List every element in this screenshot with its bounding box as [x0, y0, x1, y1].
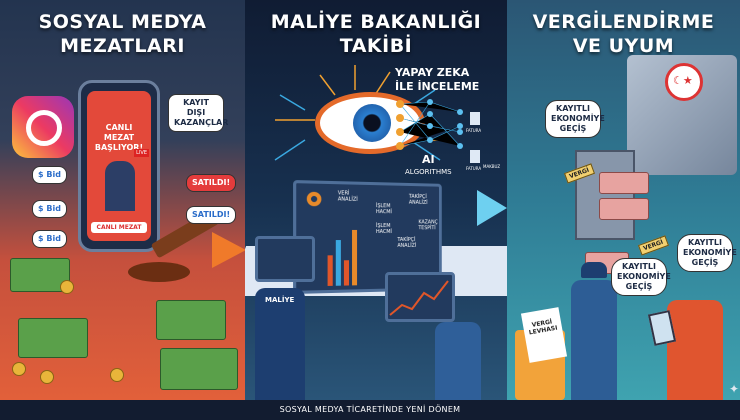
panel-title: SOSYAL MEDYA MEZATLARI: [0, 10, 245, 58]
title-line: TAKİBİ: [339, 35, 413, 57]
state-seal-icon: [665, 63, 703, 101]
cash-stack-icon: [18, 318, 88, 358]
screen-label: TAKİPÇİ ANALİZİ: [397, 237, 417, 249]
title-line: VE UYUM: [572, 35, 675, 57]
officer-figure: MALİYE: [255, 288, 305, 400]
invoice-icon: [470, 112, 480, 125]
presenter-figure: [105, 161, 135, 211]
instagram-logo-icon: [12, 96, 74, 158]
safe-door: [575, 150, 635, 240]
arrow-right-icon: [477, 190, 507, 226]
coin-icon: [110, 368, 124, 382]
officer-speech-bubble: KAYITLI EKONOMİYE GEÇİŞ: [611, 258, 671, 296]
banknote-stack-icon: [599, 172, 649, 194]
unregistered-earnings-bubble: KAYIT DIŞI KAZANÇLAR: [168, 94, 228, 132]
title-line: VERGİLENDİRME: [532, 11, 715, 33]
neural-network-icon: [396, 99, 463, 150]
panel-title: VERGİLENDİRME VE UYUM: [507, 10, 740, 58]
uniform-label: MALİYE: [265, 296, 295, 304]
officer-figure: [435, 322, 481, 400]
invoice-label: FATURA: [466, 128, 482, 133]
registered-economy-bubble: KAYITLI EKONOMİYE GEÇİŞ: [545, 100, 605, 138]
chart-bar: [335, 240, 341, 286]
ai-review-heading: YAPAY ZEKA İLE İNCELEME: [395, 66, 479, 94]
algorithms-label: ALGORITHMS: [405, 168, 452, 176]
chart-bar: [343, 260, 349, 286]
pie-chart-icon: [306, 191, 322, 207]
ai-label: AI: [421, 153, 435, 166]
receipt-label: MAKBUZ: [483, 164, 501, 169]
bid-bubble: $ Bid: [32, 230, 67, 248]
panel-ministry-tracking: MALİYE BAKANLIĞI TAKİBİ YAPAY ZEKA İLE İ…: [245, 0, 507, 400]
title-line: MEZATLARI: [60, 35, 185, 57]
tax-certificate-document: VERGİ LEVHASI: [520, 307, 568, 363]
live-badge: LIVE: [134, 149, 149, 157]
ai-algorithms-label: AI ALGORITHMS: [405, 154, 452, 178]
panel-title: MALİYE BAKANLIĞI TAKİBİ: [245, 10, 507, 58]
trend-line: [389, 280, 449, 316]
smartphone-illustration: CANLI MEZAT BAŞLIYOR! LIVE CANLI MEZAT: [78, 80, 160, 252]
arrow-right-icon: [212, 232, 245, 268]
footer-caption: SOSYAL MEDYA TİCARETİNDE YENİ DÖNEM: [0, 400, 740, 420]
sparkle-icon: ✦: [729, 382, 740, 396]
coin-icon: [60, 280, 74, 294]
chart-bar: [352, 229, 358, 286]
coin-icon: [40, 370, 54, 384]
cash-stack-icon: [160, 348, 238, 390]
citizen-speech-bubble: KAYITLI EKONOMİYE GEÇİŞ: [677, 234, 737, 272]
screen-label: VERİ ANALİZİ: [337, 190, 358, 203]
title-line: SOSYAL MEDYA: [38, 11, 207, 33]
screen-label: TAKİPÇİ ANALİZİ: [408, 193, 428, 206]
chart-bar: [327, 255, 333, 286]
panel-social-media-auctions: SOSYAL MEDYA MEZATLARI CANLI MEZAT BAŞLI…: [0, 0, 245, 400]
invoice-icon: [470, 150, 480, 163]
panel-taxation-compliance: VERGİLENDİRME VE UYUM KAYITLI EKONOMİYE …: [507, 0, 740, 400]
officer-cap: [581, 262, 607, 278]
bid-bubble: $ Bid: [32, 166, 67, 184]
tax-tag: VERGİ: [637, 235, 669, 256]
coin-icon: [12, 362, 26, 376]
safe-illustration: [627, 55, 737, 175]
screen-label: İŞLEM HACMİ: [375, 223, 392, 236]
officer-figure: [571, 280, 617, 400]
invoice-label: FATURA: [466, 166, 482, 171]
citizen-figure: [667, 300, 723, 400]
trend-monitor: [385, 272, 455, 322]
cash-stack-icon: [156, 300, 226, 340]
eye-icon: [315, 92, 425, 154]
sold-bubble: SATILDI!: [186, 206, 237, 224]
screen-label: KAZANÇ TESPİTİ: [418, 219, 438, 232]
screen-label: İŞLEM HACMİ: [375, 203, 392, 216]
title-line: MALİYE BAKANLIĞI: [270, 11, 482, 33]
sold-bubble: SATILDI!: [186, 174, 237, 192]
monitor: [255, 236, 315, 282]
live-auction-button: CANLI MEZAT: [91, 222, 147, 233]
heading-line: İLE İNCELEME: [395, 80, 480, 93]
bid-bubble: $ Bid: [32, 200, 67, 218]
phone-headline: CANLI MEZAT BAŞLIYOR!: [94, 123, 144, 152]
heading-line: YAPAY ZEKA: [395, 66, 470, 79]
gavel-base: [128, 262, 190, 282]
banknote-stack-icon: [599, 198, 649, 220]
